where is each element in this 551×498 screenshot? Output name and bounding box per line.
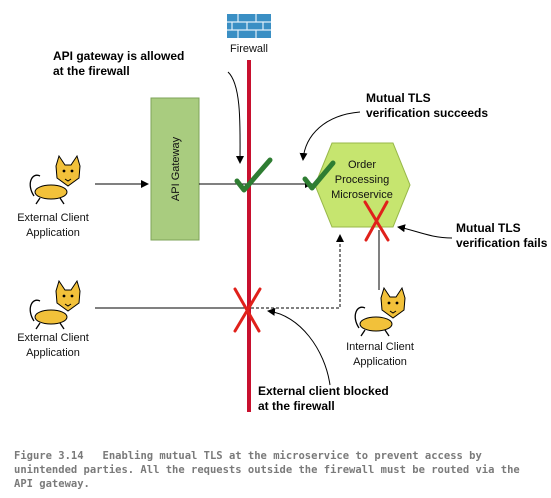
api-gateway-box <box>150 97 200 241</box>
firewall-icon <box>227 14 271 38</box>
mtls-fail-cross-icon <box>363 200 390 242</box>
internal-client-label-line2: Application <box>353 356 407 368</box>
callout-gateway-allowed-line2: at the firewall <box>53 64 130 78</box>
figure-number: Figure 3.14 <box>14 450 84 462</box>
firewall-block-cross-icon <box>233 287 262 333</box>
blocked-pointer <box>267 307 331 386</box>
callout-blocked-line1: External client blocked <box>258 384 389 398</box>
external-client-top-label-line1: External Client <box>17 212 89 224</box>
callout-mtls-fails-line2: verification fails <box>456 236 548 250</box>
mtls-fail-pointer <box>397 224 453 239</box>
external-client-bottom-label-line1: External Client <box>17 332 89 344</box>
service-label-line3: Microservice <box>331 189 393 201</box>
blocked-path-dashed-arrow <box>246 234 344 309</box>
callout-mtls-fails-line1: Mutual TLS <box>456 221 521 235</box>
gateway-allowed-pointer <box>227 71 245 164</box>
firewall-label: Firewall <box>230 43 268 55</box>
service-label-line1: Order <box>348 159 376 171</box>
external-client-top-tomcat-icon <box>29 154 81 205</box>
figure-caption: Figure 3.14 Enabling mutual TLS at the m… <box>14 449 542 491</box>
tls-diagram: Firewall API Gateway Order Processing Mi… <box>17 14 548 413</box>
external-client-bottom-tomcat-icon <box>29 279 81 330</box>
external-client-bottom-label-line2: Application <box>26 347 80 359</box>
gateway-allowed-check-icon <box>234 157 273 193</box>
service-label-line2: Processing <box>335 174 389 186</box>
callout-mtls-succeeds-line1: Mutual TLS <box>366 91 431 105</box>
api-gateway-label: API Gateway <box>170 136 182 201</box>
internal-client-tomcat-icon <box>354 286 406 337</box>
figure-caption-text: Enabling mutual TLS at the microservice … <box>14 450 520 490</box>
mtls-success-pointer <box>299 111 361 161</box>
internal-client-label-line1: Internal Client <box>346 341 414 353</box>
mtls-success-check-icon <box>302 160 336 191</box>
external-client-top-label-line2: Application <box>26 227 80 239</box>
callout-blocked-line2: at the firewall <box>258 399 335 413</box>
callout-gateway-allowed-line1: API gateway is allowed <box>53 49 184 63</box>
callout-mtls-succeeds-line2: verification succeeds <box>366 106 488 120</box>
